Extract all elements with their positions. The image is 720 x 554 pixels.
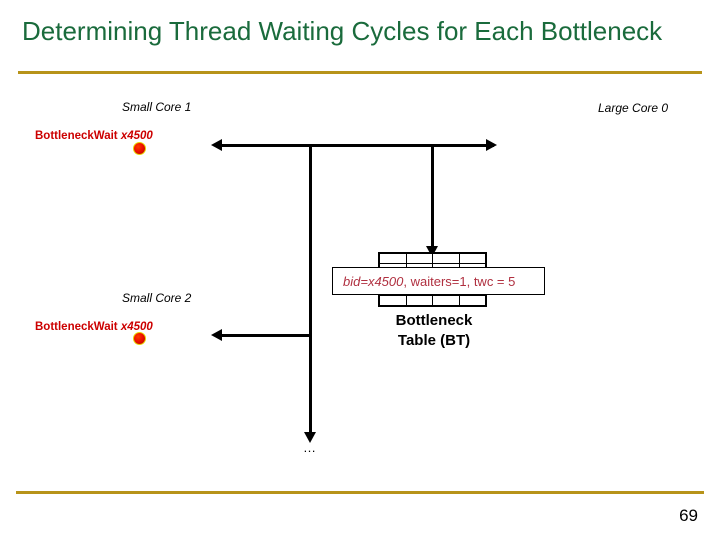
connector-vertical-left: [309, 146, 312, 436]
bottleneck-wait-text-1: BottleneckWait: [35, 130, 121, 142]
arrow-down-icon: [426, 246, 438, 257]
connector-horizontal-main: [222, 144, 494, 147]
bottleneck-wait-label-small-core-1: BottleneckWait x4500: [35, 130, 153, 142]
arrow-down-icon: [304, 432, 316, 443]
arrow-right-icon: [486, 139, 497, 151]
core-label-small-core-2: Small Core 2: [122, 291, 192, 305]
bottleneck-table-cell: [433, 295, 460, 306]
page-number: 69: [679, 506, 698, 525]
bottleneck-table-cell: [460, 254, 486, 263]
bottleneck-entry-rest: , waiters=1, twc = 5: [403, 273, 516, 289]
bottleneck-entry-callout-text: bid=x4500, waiters=1, twc = 5: [333, 274, 515, 289]
core-label-large-core-0: Large Core 0: [598, 101, 669, 115]
bottleneck-table-cell: [460, 296, 486, 305]
bottleneck-wait-text-2: BottleneckWait: [35, 321, 121, 333]
bottleneck-entry-callout: bid=x4500, waiters=1, twc = 5: [332, 267, 545, 295]
title-divider: [18, 71, 702, 74]
red-dot-icon: [133, 332, 146, 345]
bottleneck-table-row: [380, 254, 486, 265]
bt-caption-line1: Bottleneck: [395, 312, 473, 329]
core-box-large-core-0: [0, 306, 201, 554]
bottleneck-entry-bid: bid=x4500: [343, 273, 404, 289]
core-label-small-core-1: Small Core 1: [122, 100, 192, 114]
bottleneck-table-row: [380, 295, 486, 306]
red-dot-icon: [133, 142, 146, 155]
bt-caption-line2: Table (BT): [397, 332, 471, 349]
bottleneck-table-cell: [433, 254, 460, 264]
bottleneck-table-cell: [407, 254, 433, 264]
connector-horizontal-small-core-2: [222, 334, 312, 337]
bottleneck-wait-id-2: x4500: [120, 321, 153, 333]
bottleneck-table-cell: [380, 295, 407, 306]
arrow-left-icon: [211, 139, 222, 151]
page-title: Determining Thread Waiting Cycles for Ea…: [22, 16, 663, 46]
bottleneck-wait-label-small-core-2: BottleneckWait x4500: [35, 321, 153, 333]
core-box-small-core-2: [0, 153, 194, 306]
connector-vertical-to-bt: [431, 146, 434, 250]
bottleneck-table-cell: [407, 295, 433, 306]
arrow-left-icon: [211, 329, 222, 341]
footer-divider: [16, 491, 704, 494]
bottleneck-table-cell: [380, 254, 407, 264]
ellipsis-label: …: [303, 440, 316, 455]
bottleneck-wait-id-1: x4500: [120, 130, 153, 142]
